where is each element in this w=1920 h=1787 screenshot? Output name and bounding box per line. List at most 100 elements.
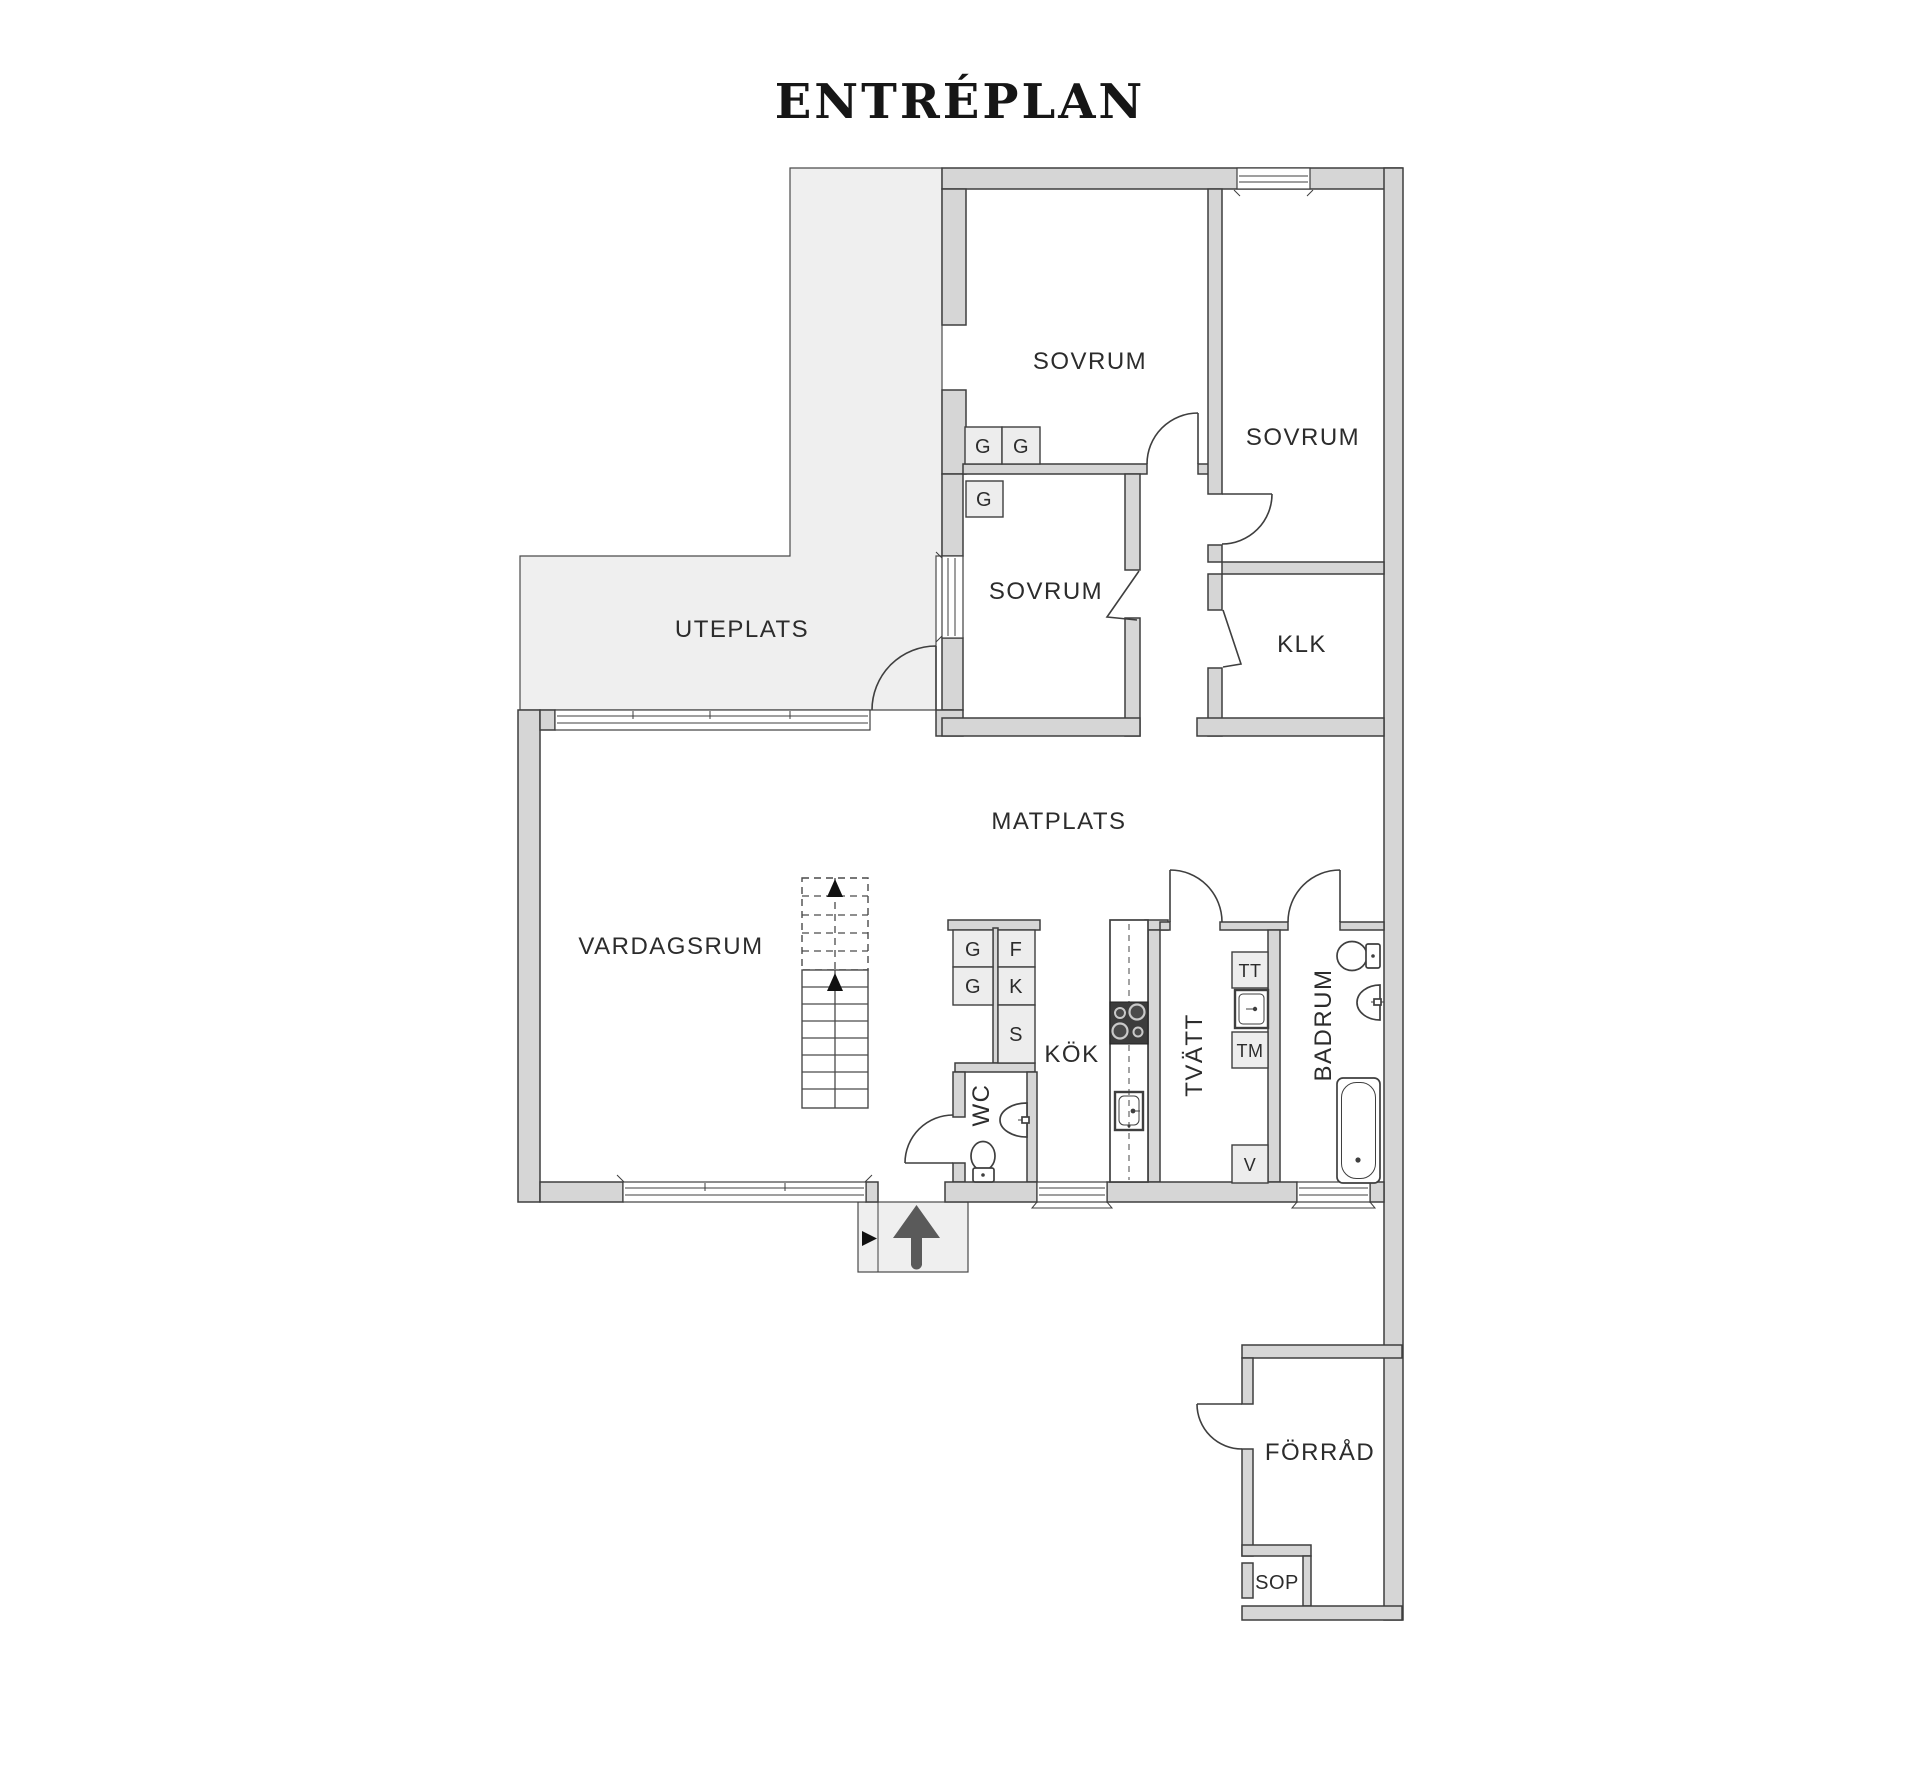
door-sovrum1 (1146, 412, 1199, 465)
kitchen-counter (1109, 919, 1149, 1183)
window-kok-south (1030, 1181, 1114, 1209)
wardrobe-box (952, 929, 994, 968)
water-heater-label: V (1244, 1155, 1257, 1175)
wc-fixtures (970, 1102, 1030, 1183)
wall-segment (954, 1062, 1036, 1073)
wall-segment (1207, 188, 1223, 495)
badrum-fixtures (1336, 940, 1384, 1184)
room-label-badrum: BADRUM (1310, 968, 1337, 1081)
wall-segment (941, 717, 1141, 737)
wall-segment (1196, 717, 1385, 737)
wall-segment (1219, 921, 1289, 931)
entry-direction-marker-icon (862, 1231, 877, 1246)
pantry-box (997, 1004, 1036, 1064)
fridge-label: K (1009, 976, 1023, 998)
room-label-sop: SOP (1255, 1572, 1299, 1594)
wall-segment (1147, 929, 1161, 1183)
door-forrad (1196, 1403, 1243, 1450)
window-uteplats (554, 709, 871, 731)
stairs-direction-arrow-icon (827, 879, 843, 897)
room-label-sovrum-1: SOVRUM (1033, 348, 1147, 375)
wall-segment (1241, 1344, 1403, 1359)
wall-segment (941, 473, 964, 557)
window-badrum-south (1290, 1181, 1377, 1209)
water-heater-box (1231, 1144, 1269, 1184)
bathtub-icon (1336, 1077, 1381, 1184)
window-sovrum2-north (1233, 167, 1314, 197)
wall-segment (1106, 1181, 1298, 1203)
wardrobe-label: G (975, 436, 991, 458)
wall-segment (1241, 1562, 1254, 1599)
door-wc (904, 1114, 954, 1164)
door-uteplats (871, 645, 937, 711)
wall-segment (1241, 1605, 1403, 1621)
door-sovrum2 (1221, 493, 1273, 545)
window-vardagsrum-south (616, 1174, 873, 1203)
wardrobe-box (952, 966, 994, 1006)
wall-segment (865, 1181, 879, 1203)
wall-segment (1383, 167, 1404, 1621)
windows (554, 167, 1377, 1209)
wall-segment (952, 1071, 966, 1118)
doors (871, 412, 1341, 1450)
wardrobe-box (965, 480, 1004, 518)
wardrobe-box (1001, 426, 1041, 465)
room-label-tvatt: TVÄTT (1181, 1013, 1208, 1097)
wall-segment (941, 637, 964, 711)
dryer-label: TT (1239, 961, 1262, 981)
entry-arrow-icon (893, 1205, 940, 1270)
wall-segment (539, 1181, 624, 1203)
wardrobe-label: G (965, 939, 981, 961)
wall-segment (992, 927, 999, 1064)
page-title: ENTRÉPLAN (774, 74, 1146, 130)
door-sovrum3 (1105, 570, 1140, 621)
sink-icon (1356, 984, 1384, 1021)
washer-label: TM (1237, 1041, 1264, 1061)
wall-segment (1207, 573, 1223, 611)
wall-segment (1241, 1357, 1254, 1405)
wall-segment (539, 709, 556, 731)
freezer-label: F (1010, 939, 1023, 961)
wall-segment (944, 1181, 1038, 1203)
washer-box (1231, 1031, 1269, 1069)
wall-segment (1241, 1544, 1312, 1557)
wall-segment (941, 188, 967, 326)
door-badrum (1287, 869, 1341, 923)
wall-segment (1339, 921, 1385, 931)
room-label-wc: WC (968, 1084, 995, 1127)
wall-segment (941, 389, 967, 475)
sink-icon (999, 1102, 1030, 1138)
room-label-kok: KÖK (1044, 1041, 1099, 1068)
door-tvatt (1169, 869, 1223, 923)
room-label-klk: KLK (1277, 631, 1327, 658)
stairs (801, 877, 869, 1109)
room-labels: SOVRUM SOVRUM SOVRUM KLK UTEPLATS MATPLA… (578, 348, 1375, 1594)
toilet-icon (970, 1140, 996, 1183)
stove-icon (1109, 1001, 1149, 1045)
wall-segment (1221, 561, 1385, 575)
kitchen-sink-icon (1113, 1090, 1145, 1132)
wall-segment (1026, 1071, 1038, 1183)
walls (517, 167, 1404, 1621)
room-label-uteplats: UTEPLATS (675, 616, 809, 643)
wall-segment (1267, 929, 1281, 1183)
toilet-icon (1336, 940, 1381, 972)
closet-labels: G G G G G F K S TT TM V (965, 436, 1264, 1175)
dryer-box (1231, 951, 1269, 989)
wall-segment (1369, 1181, 1385, 1203)
wall-segment (1207, 544, 1223, 563)
door-klk (1222, 609, 1243, 668)
wall-segment (962, 463, 1148, 475)
wardrobe-label: G (965, 976, 981, 998)
laundry-sink-icon (1233, 988, 1270, 1030)
stairs-direction-arrow-icon (827, 973, 843, 991)
room-label-sovrum-2: SOVRUM (1246, 424, 1360, 451)
wall-segment (1302, 1555, 1312, 1607)
wall-segment (1124, 473, 1141, 571)
pantry-label: S (1009, 1024, 1023, 1046)
room-label-sovrum-3: SOVRUM (989, 578, 1103, 605)
room-label-matplats: MATPLATS (991, 808, 1126, 835)
wall-segment (1241, 1448, 1254, 1557)
room-label-forrad: FÖRRÅD (1265, 1438, 1375, 1466)
